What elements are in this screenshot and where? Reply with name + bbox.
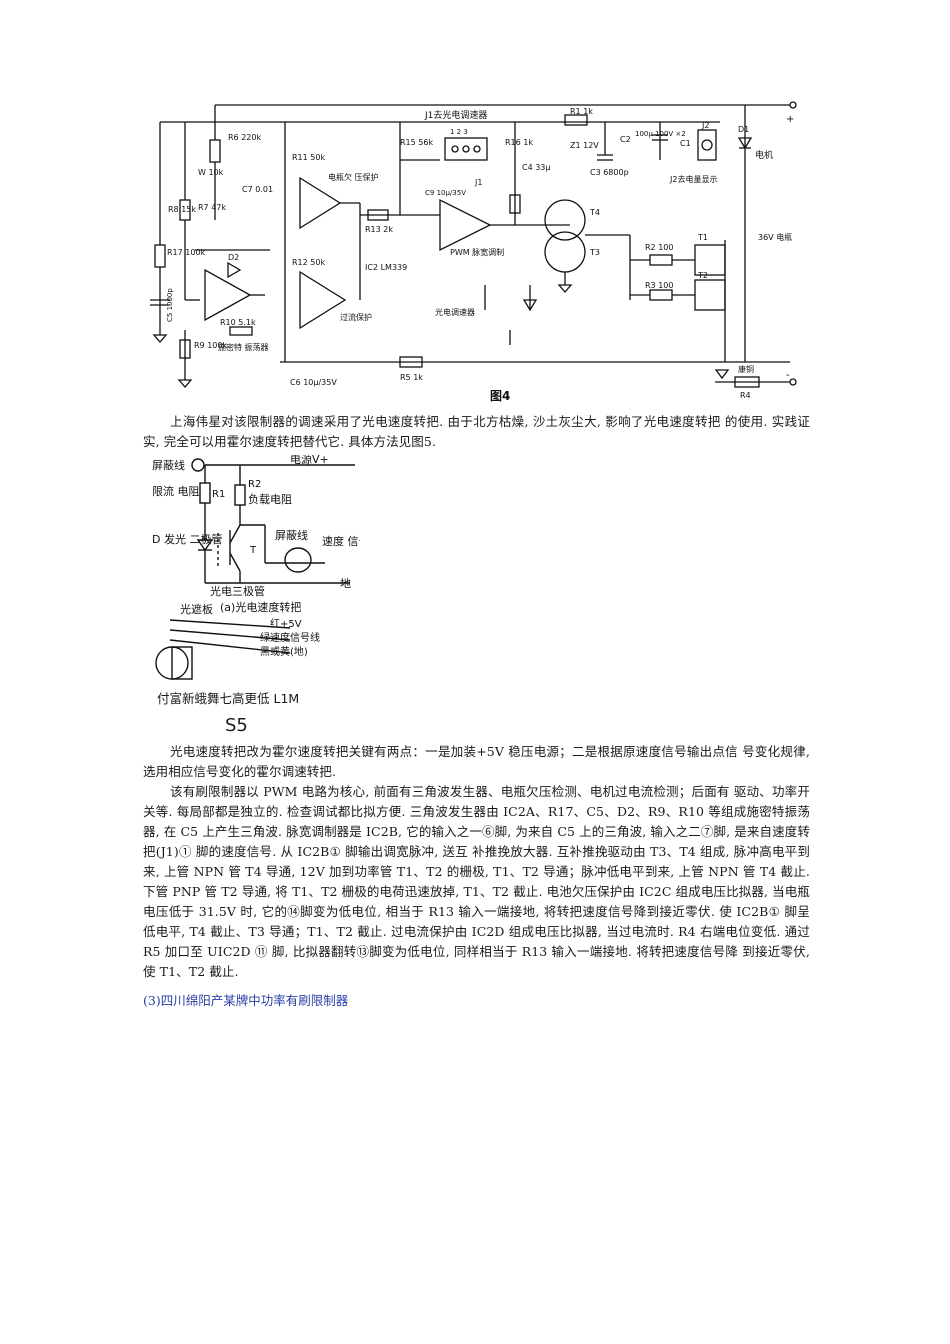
label-r11: R11 50k xyxy=(292,153,325,162)
fig5-red-wire: 红+5V xyxy=(270,617,302,630)
fig5-power: 电源V+ xyxy=(290,455,329,466)
label-t3: T3 xyxy=(589,248,600,257)
fig5-ground: 地 xyxy=(340,577,351,590)
fig5-r2-desc: 负载电阻 xyxy=(248,492,292,506)
label-battery: 36V 电瓶 xyxy=(758,232,792,242)
fig5-subcaption-a: (a)光电速度转把 xyxy=(220,600,301,614)
label-r16: R16 1k xyxy=(505,138,533,147)
fig5-t: T xyxy=(249,545,257,556)
figure-4-schematic: J1去光电调速器 R1 1k C2 100μ 100V ×2 C1 J2 D1 … xyxy=(150,100,810,408)
paragraph-1: 上海伟星对该限制器的调速采用了光电速度转把. 由于北方枯燥, 沙土灰尘大, 影响… xyxy=(143,414,810,449)
figure-5-diagram: 屏蔽线 电源V+ R1 限流 电阻 R2 负载电阻 D 发光 二极管 T 屏蔽线… xyxy=(150,455,360,685)
label-r6: R6 220k xyxy=(228,133,261,142)
label-c3: C3 6800p xyxy=(590,168,629,177)
label-t2: T2 xyxy=(697,271,708,280)
label-r17: R17 100k xyxy=(167,248,206,257)
label-r2: R2 100 xyxy=(645,243,673,252)
fig5-led: D 发光 二极管 xyxy=(152,532,222,546)
fig5-r1: R1 xyxy=(212,489,225,500)
label-d1: D1 xyxy=(738,125,749,134)
fig5-green-wire: 绿速度信号线 xyxy=(260,631,320,644)
label-c7: C7 0.01 xyxy=(242,185,273,194)
label-r13: R13 2k xyxy=(365,225,393,234)
label-c2-val: 100μ 100V ×2 xyxy=(635,130,686,138)
label-ic2: IC2 LM339 xyxy=(365,263,407,272)
label-r10: R10 5.1k xyxy=(220,318,256,327)
label-r5: R5 1k xyxy=(400,373,423,382)
fig5-shield1: 屏蔽线 xyxy=(152,458,185,472)
label-r3: R3 100 xyxy=(645,281,673,290)
label-osc: 施密特 振荡器 xyxy=(218,342,269,352)
label-j2: J2 xyxy=(701,121,709,130)
paragraph-2: 光电速度转把改为霍尔速度转把关键有两点：一是加装+5V 稳压电源；二是根据原速度… xyxy=(143,744,810,779)
label-pwm: PWM 脉宽调制 xyxy=(450,247,504,257)
label-r7: R7 47k xyxy=(198,203,226,212)
label-j1: J1 xyxy=(474,178,482,187)
label-c9: C9 10μ/35V xyxy=(425,189,466,197)
label-sensor: 光电调速器 xyxy=(435,307,475,317)
label-c2: C2 xyxy=(620,135,631,144)
fig5-phototransistor: 光电三极管 xyxy=(210,584,265,598)
fig5-speed-signal: 速度 信号 xyxy=(322,534,360,548)
section-heading-3: (3)四川绵阳产某牌中功率有刷限制器 xyxy=(143,993,349,1008)
fig5-r1-desc: 限流 电阻 xyxy=(152,484,200,498)
label-d2: D2 xyxy=(228,253,239,262)
paragraph-3: 该有刷限制器以 PWM 电路为核心, 前面有三角波发生器、电瓶欠压检测、电机过电… xyxy=(143,784,810,979)
label-motor: 电机 xyxy=(755,149,773,161)
figure-4-caption: 图4 xyxy=(490,389,510,403)
label-w: W 10k xyxy=(198,168,224,177)
label-c1: C1 xyxy=(680,139,691,148)
fig5-shutter: 光遮板 xyxy=(180,602,213,616)
fig5-black-wire: 黑或黄(地) xyxy=(260,645,308,658)
label-r8: R8 15k xyxy=(168,205,196,214)
label-pins: 1 2 3 xyxy=(450,128,468,136)
label-oc: 过流保护 xyxy=(340,312,372,322)
label-r15: R15 56k xyxy=(400,138,433,147)
label-kangtong: 康铜 xyxy=(738,364,754,374)
figure-5-caption: 付富新蛾舞七高更低 L1M xyxy=(157,691,300,706)
label-c4: C4 33μ xyxy=(522,163,551,172)
label-c6: C6 10μ/35V xyxy=(290,378,337,387)
label-r1: R1 1k xyxy=(570,107,593,116)
fig5-shield2: 屏蔽线 xyxy=(275,528,308,542)
label-z1: Z1 12V xyxy=(570,141,599,150)
label-j2-desc: J2去电量显示 xyxy=(669,174,717,184)
label-r4: R4 xyxy=(740,391,751,400)
fig5-r2: R2 xyxy=(248,479,261,490)
label-r9: R9 100k xyxy=(194,341,227,350)
label-uv: 电瓶欠 压保护 xyxy=(328,172,379,182)
label-c5: C5 1000p xyxy=(166,288,174,322)
label-minus: - xyxy=(786,370,790,381)
label-r12: R12 50k xyxy=(292,258,325,267)
figure-5-label: S5 xyxy=(225,715,248,736)
label-t1: T1 xyxy=(697,233,708,242)
label-plus: + xyxy=(786,114,794,125)
label-t4: T4 xyxy=(589,208,600,217)
label-j1-title: J1去光电调速器 xyxy=(424,109,487,121)
